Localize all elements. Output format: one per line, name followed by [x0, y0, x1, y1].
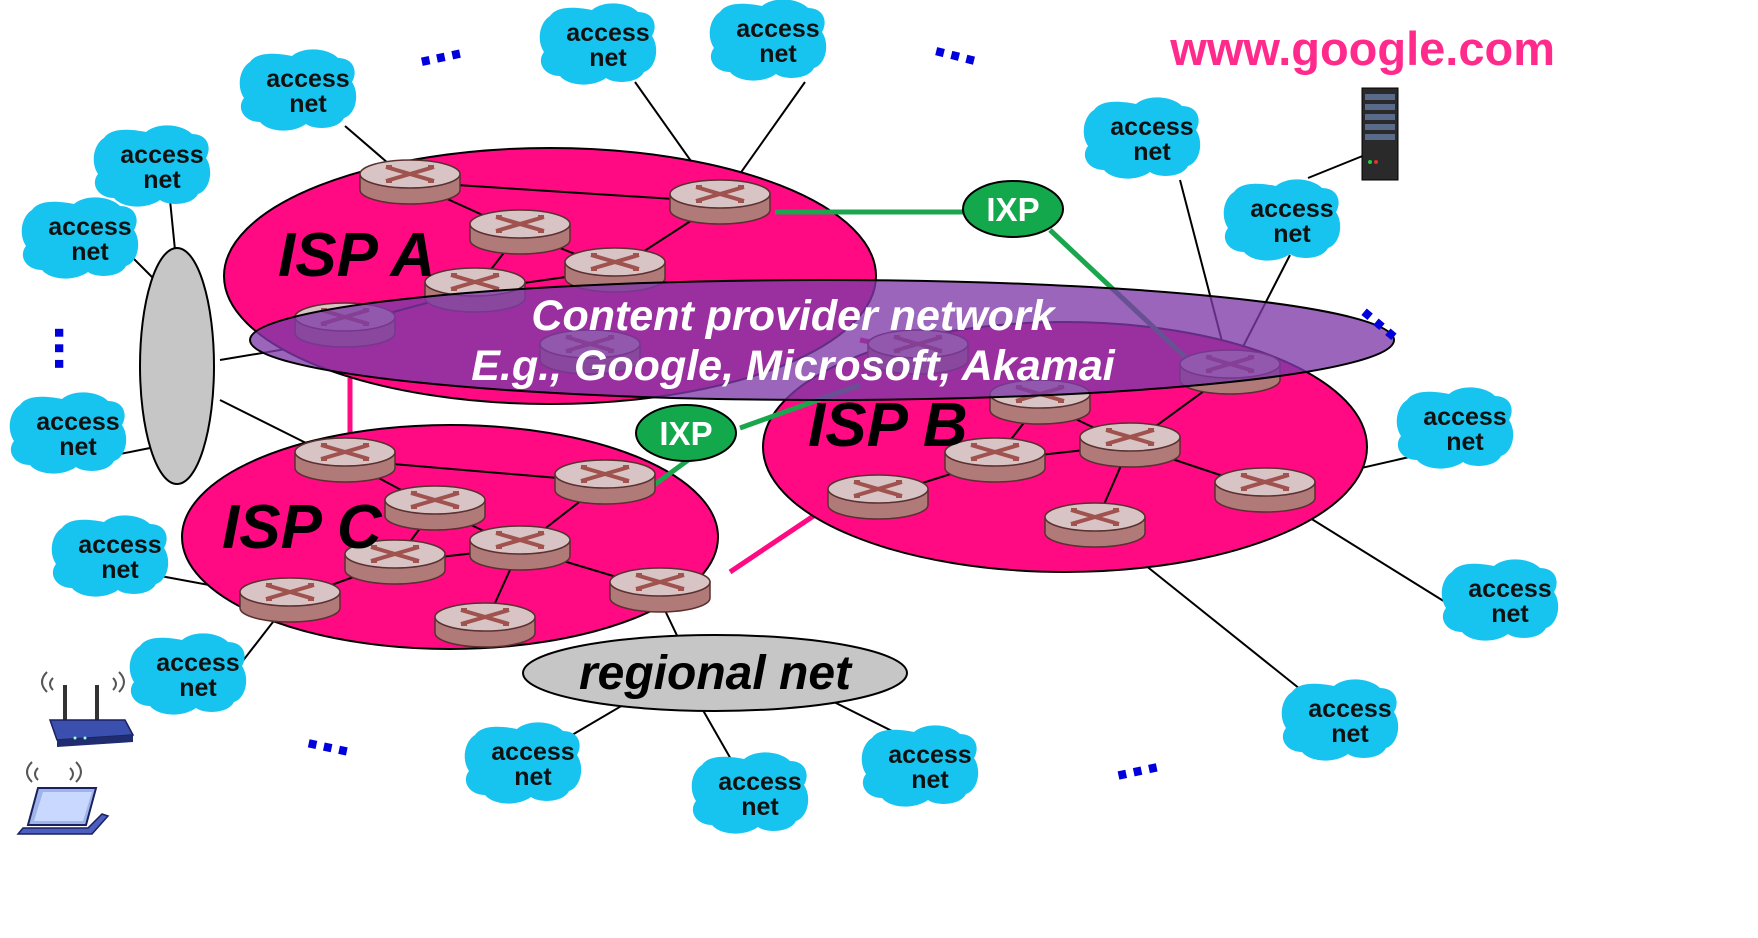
svg-text:net: net [179, 674, 217, 702]
access-net-cloud-icon: access net [1223, 179, 1341, 261]
ellipsis-indicator: ... [1105, 721, 1164, 792]
svg-text:access: access [78, 531, 161, 559]
svg-text:net: net [143, 166, 181, 194]
svg-text:net: net [1273, 220, 1311, 248]
router-icon [433, 601, 537, 649]
regional-net [522, 634, 908, 712]
ixp-middle: IXP [635, 404, 737, 462]
svg-text:net: net [59, 433, 97, 461]
svg-text:access: access [120, 141, 203, 169]
svg-text:net: net [101, 556, 139, 584]
router-icon [468, 208, 572, 256]
access-net-cloud-icon: access net [1441, 559, 1559, 641]
access-net-cloud-icon: access net [93, 125, 211, 207]
svg-text:access: access [1308, 695, 1391, 723]
svg-text:access: access [48, 213, 131, 241]
access-net-cloud-icon: access net [1396, 387, 1514, 469]
ellipsis-indicator: ... [302, 697, 361, 768]
svg-text:net: net [71, 238, 109, 266]
wifi-router-icon [41, 671, 135, 747]
svg-text:net: net [1491, 600, 1529, 628]
content-provider-network [249, 279, 1395, 401]
svg-text:access: access [491, 738, 574, 766]
router-icon [383, 484, 487, 532]
svg-text:access: access [1468, 575, 1551, 603]
ellipsis-indicator: ... [929, 5, 990, 77]
svg-text:net: net [1446, 428, 1484, 456]
access-net-cloud-icon: access net [9, 392, 127, 474]
access-net-cloud-icon: access net [691, 752, 809, 834]
isp-a-label: ISP A [278, 221, 435, 290]
ixp-top-label: IXP [986, 191, 1039, 228]
svg-text:access: access [718, 768, 801, 796]
svg-text:net: net [741, 793, 779, 821]
svg-text:access: access [36, 408, 119, 436]
router-icon [608, 566, 712, 614]
ellipsis-indicator: ... [408, 7, 467, 78]
google-site-label: www.google.com [1169, 22, 1555, 75]
laptop-icon [16, 761, 110, 835]
svg-text:access: access [888, 741, 971, 769]
router-icon [1213, 466, 1317, 514]
router-icon [553, 458, 657, 506]
svg-text:access: access [156, 649, 239, 677]
access-net-cloud-icon: access net [709, 0, 827, 81]
svg-text:net: net [289, 90, 327, 118]
svg-text:net: net [514, 763, 552, 791]
regional-net-label: regional net [579, 647, 853, 700]
router-icon [468, 524, 572, 572]
ellipsis-indicator: ... [43, 325, 106, 372]
access-net-cloud-icon: access net [1281, 679, 1399, 761]
access-net-cloud-icon: access net [129, 633, 247, 715]
router-icon [358, 158, 462, 206]
access-net-cloud-icon: access net [21, 197, 139, 279]
content-provider-examples: E.g., Google, Microsoft, Akamai [471, 342, 1116, 390]
svg-text:access: access [1250, 195, 1333, 223]
isp-c-label: ISP C [222, 493, 383, 562]
svg-text:access: access [266, 65, 349, 93]
access-net-cloud-icon: access net [464, 722, 582, 804]
svg-text:net: net [1331, 720, 1369, 748]
svg-text:access: access [1423, 403, 1506, 431]
svg-text:access: access [1110, 113, 1193, 141]
svg-text:net: net [759, 40, 797, 68]
content-provider-title: Content provider network [531, 292, 1056, 340]
svg-text:net: net [589, 44, 627, 72]
router-icon [293, 436, 397, 484]
access-net-clouds: access net access net access net access … [9, 0, 1559, 834]
access-net-cloud-icon: access net [239, 49, 357, 131]
svg-text:access: access [736, 15, 819, 43]
access-net-cloud-icon: access net [861, 725, 979, 807]
isp-b-label: ISP B [808, 391, 968, 460]
access-net-cloud-icon: access net [51, 515, 169, 597]
router-icon [238, 576, 342, 624]
svg-text:net: net [911, 766, 949, 794]
access-net-cloud-icon: access net [539, 3, 657, 85]
server-icon [1361, 87, 1399, 181]
router-icon [1078, 421, 1182, 469]
access-net-cloud-icon: access net [1083, 97, 1201, 179]
svg-text:net: net [1133, 138, 1171, 166]
ixp-middle-label: IXP [659, 415, 712, 452]
router-icon [1043, 501, 1147, 549]
ixp-top: IXP [962, 180, 1064, 238]
svg-text:access: access [566, 19, 649, 47]
left-hub-network [139, 247, 215, 485]
router-icon [826, 473, 930, 521]
router-icon [668, 178, 772, 226]
